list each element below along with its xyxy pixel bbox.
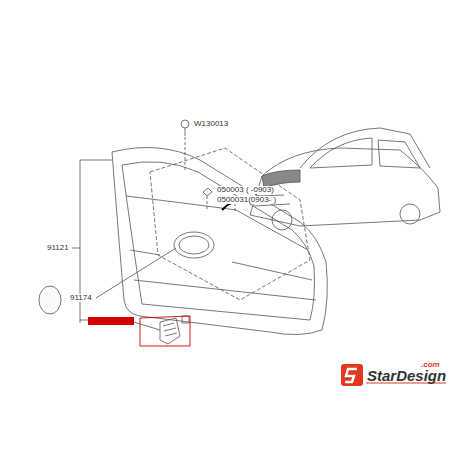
- grille-bar: [134, 280, 316, 300]
- part-number: 050003 ( -0903): [216, 186, 275, 194]
- clip-part: [160, 318, 180, 344]
- leader-line: [134, 322, 160, 330]
- grille-emblem: [179, 236, 209, 254]
- logo-text: .com: [420, 361, 441, 369]
- logo-text: StarDesign: [366, 368, 447, 383]
- part-number: 91121: [46, 244, 70, 252]
- clip-part: [182, 316, 189, 323]
- part-number: 0500031(0903- ): [216, 196, 277, 204]
- fascia-outline: [150, 148, 310, 300]
- clip-part: [163, 323, 177, 336]
- grille-outline: [112, 148, 327, 335]
- screw-icon: [203, 188, 212, 196]
- grille-bar: [126, 196, 308, 250]
- redaction-bar: [88, 317, 134, 325]
- leader-line: [72, 248, 80, 249]
- emblem-part: [39, 286, 61, 314]
- car-wheel: [400, 204, 420, 224]
- car-window: [310, 138, 420, 168]
- part-number: 91174: [69, 294, 93, 302]
- car-body: [250, 148, 440, 226]
- car-wheel: [272, 210, 292, 230]
- leader-line: [96, 248, 176, 298]
- grille-bar: [130, 250, 312, 280]
- fastener-icon: [181, 120, 189, 128]
- fastener-icon: [185, 128, 186, 136]
- part-number: W130013: [193, 120, 229, 128]
- car-roof: [300, 128, 430, 168]
- grille-emblem: [174, 232, 214, 258]
- red-callout-box: [140, 316, 190, 346]
